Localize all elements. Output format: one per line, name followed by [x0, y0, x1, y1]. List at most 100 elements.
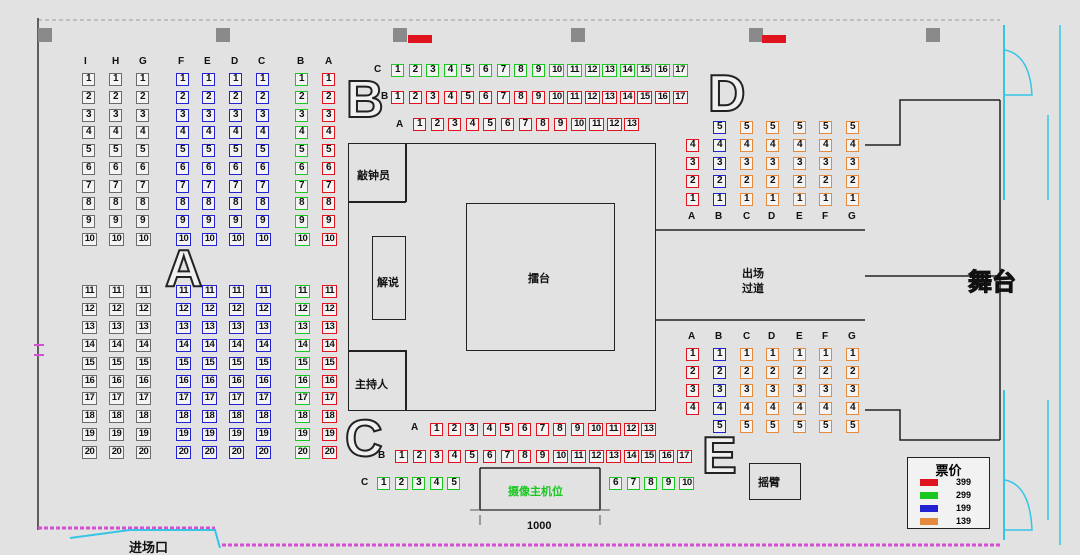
seat[interactable]: 20: [176, 446, 191, 459]
seat[interactable]: 5: [713, 121, 726, 134]
seat[interactable]: 15: [637, 91, 653, 104]
seat[interactable]: 20: [136, 446, 151, 459]
seat[interactable]: 6: [109, 162, 122, 175]
seat[interactable]: 17: [136, 392, 151, 405]
seat[interactable]: 8: [644, 477, 658, 490]
seat[interactable]: 1: [413, 118, 426, 131]
seat[interactable]: 14: [619, 91, 635, 104]
seat[interactable]: 8: [322, 197, 335, 210]
seat[interactable]: 10: [553, 450, 569, 463]
seat[interactable]: 20: [109, 446, 124, 459]
seat[interactable]: 2: [136, 91, 149, 104]
seat[interactable]: 8: [553, 423, 567, 436]
seat[interactable]: 7: [136, 180, 149, 193]
seat[interactable]: 7: [256, 180, 269, 193]
seat[interactable]: 3: [109, 109, 122, 122]
seat[interactable]: 1: [686, 348, 699, 361]
seat[interactable]: 5: [713, 420, 726, 433]
seat[interactable]: 2: [686, 175, 699, 188]
seat[interactable]: 12: [256, 303, 271, 316]
seat[interactable]: 4: [322, 126, 335, 139]
seat[interactable]: 16: [322, 375, 337, 388]
seat[interactable]: 13: [641, 423, 657, 436]
seat[interactable]: 2: [322, 91, 335, 104]
seat[interactable]: 1: [793, 348, 806, 361]
seat[interactable]: 3: [793, 384, 806, 397]
seat[interactable]: 3: [846, 157, 859, 170]
seat[interactable]: 5: [846, 121, 859, 134]
seat[interactable]: 16: [202, 375, 217, 388]
seat[interactable]: 15: [229, 357, 244, 370]
seat[interactable]: 20: [229, 446, 244, 459]
seat[interactable]: 14: [202, 339, 217, 352]
seat[interactable]: 16: [655, 64, 670, 77]
seat[interactable]: 12: [82, 303, 97, 316]
seat[interactable]: 9: [202, 215, 215, 228]
seat[interactable]: 13: [176, 321, 191, 334]
seat[interactable]: 12: [588, 450, 604, 463]
seat[interactable]: 3: [793, 157, 806, 170]
seat[interactable]: 4: [846, 402, 859, 415]
seat[interactable]: 9: [531, 64, 545, 77]
seat[interactable]: 13: [229, 321, 244, 334]
seat[interactable]: 17: [82, 392, 97, 405]
seat[interactable]: 5: [766, 420, 779, 433]
seat[interactable]: 5: [766, 121, 779, 134]
seat[interactable]: 1: [395, 450, 408, 463]
seat[interactable]: 2: [846, 175, 859, 188]
seat[interactable]: 9: [256, 215, 269, 228]
seat[interactable]: 8: [536, 118, 550, 131]
seat[interactable]: 18: [256, 410, 271, 423]
seat[interactable]: 4: [740, 139, 753, 152]
seat[interactable]: 3: [229, 109, 242, 122]
seat[interactable]: 19: [82, 428, 97, 441]
seat[interactable]: 2: [109, 91, 122, 104]
seat[interactable]: 2: [176, 91, 189, 104]
seat[interactable]: 14: [619, 64, 635, 77]
seat[interactable]: 1: [322, 73, 335, 86]
seat[interactable]: 5: [500, 423, 514, 436]
seat[interactable]: 1: [713, 348, 726, 361]
seat[interactable]: 2: [713, 175, 726, 188]
seat[interactable]: 12: [295, 303, 310, 316]
seat[interactable]: 11: [256, 285, 271, 298]
seat[interactable]: 11: [109, 285, 124, 298]
seat[interactable]: 1: [740, 193, 753, 206]
seat[interactable]: 5: [819, 420, 832, 433]
seat[interactable]: 8: [229, 197, 242, 210]
seat[interactable]: 6: [136, 162, 149, 175]
seat[interactable]: 2: [408, 91, 422, 104]
seat[interactable]: 18: [176, 410, 191, 423]
seat[interactable]: 20: [295, 446, 310, 459]
seat[interactable]: 6: [256, 162, 269, 175]
seat[interactable]: 1: [819, 193, 832, 206]
seat[interactable]: 12: [176, 303, 191, 316]
seat[interactable]: 1: [686, 193, 699, 206]
seat[interactable]: 9: [295, 215, 308, 228]
seat[interactable]: 14: [136, 339, 151, 352]
seat[interactable]: 13: [602, 64, 618, 77]
seat[interactable]: 1: [391, 91, 404, 104]
seat[interactable]: 13: [256, 321, 271, 334]
seat[interactable]: 10: [202, 233, 217, 246]
seat[interactable]: 8: [82, 197, 95, 210]
seat[interactable]: 6: [501, 118, 514, 131]
seat[interactable]: 1: [256, 73, 269, 86]
seat[interactable]: 17: [672, 64, 688, 77]
seat[interactable]: 10: [82, 233, 97, 246]
seat[interactable]: 4: [713, 139, 726, 152]
seat[interactable]: 4: [686, 139, 699, 152]
seat[interactable]: 5: [256, 144, 269, 157]
seat[interactable]: 2: [447, 423, 461, 436]
seat[interactable]: 1: [846, 193, 859, 206]
seat[interactable]: 19: [176, 428, 191, 441]
seat[interactable]: 6: [609, 477, 622, 490]
seat[interactable]: 19: [202, 428, 217, 441]
seat[interactable]: 3: [202, 109, 215, 122]
seat[interactable]: 3: [713, 384, 726, 397]
seat[interactable]: 5: [740, 420, 753, 433]
seat[interactable]: 6: [202, 162, 215, 175]
seat[interactable]: 9: [136, 215, 149, 228]
seat[interactable]: 4: [256, 126, 269, 139]
seat[interactable]: 10: [229, 233, 244, 246]
